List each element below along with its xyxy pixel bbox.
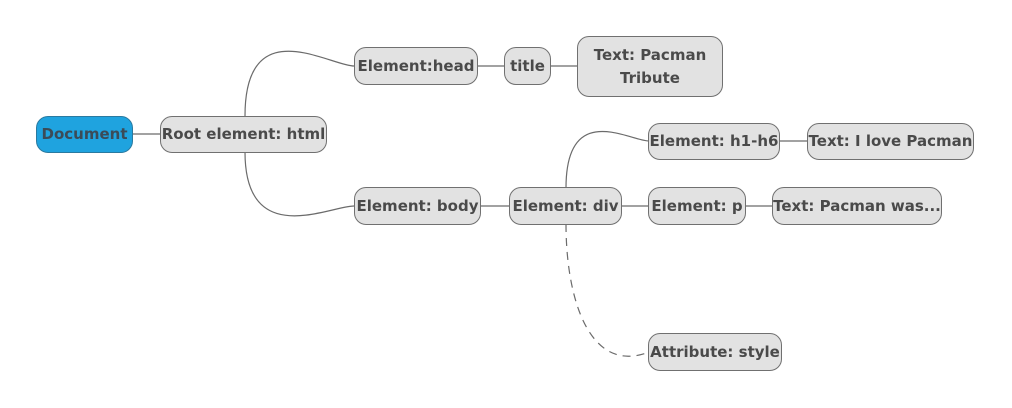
node-text-pacman-tribute-line1: Text: Pacman: [593, 45, 707, 64]
node-element-div[interactable]: Element: div: [509, 187, 622, 225]
node-text-i-love-pacman[interactable]: Text: I love Pacman: [807, 123, 974, 160]
node-attribute-style[interactable]: Attribute: style: [648, 333, 782, 371]
node-root-html[interactable]: Root element: html: [160, 116, 327, 153]
node-element-h1-h6[interactable]: Element: h1-h6: [648, 123, 780, 160]
node-text-pacman-tribute[interactable]: Text: Pacman Tribute: [577, 36, 723, 97]
node-attribute-style-label: Attribute: style: [650, 342, 780, 361]
node-text-pacman-was[interactable]: Text: Pacman was...: [772, 187, 942, 225]
node-text-pacman-was-label: Text: Pacman was...: [773, 196, 941, 215]
node-element-head-label: Element:head: [357, 56, 475, 75]
node-title[interactable]: title: [504, 47, 551, 85]
node-document-label: Document: [41, 125, 128, 143]
edge-div-h1: [565, 130, 650, 189]
node-element-p[interactable]: Element: p: [648, 187, 746, 225]
edge-html-body: [244, 151, 355, 217]
node-text-i-love-pacman-label: Text: I love Pacman: [808, 132, 973, 150]
node-element-p-label: Element: p: [651, 196, 743, 215]
node-element-body-label: Element: body: [356, 196, 479, 215]
node-document[interactable]: Document: [36, 116, 133, 153]
edge-html-head: [244, 50, 355, 117]
node-text-pacman-tribute-line2: Tribute: [620, 68, 680, 87]
node-element-head[interactable]: Element:head: [354, 47, 478, 85]
node-title-label: title: [510, 56, 545, 75]
node-element-body[interactable]: Element: body: [354, 187, 481, 225]
node-element-h1-h6-label: Element: h1-h6: [649, 132, 779, 150]
node-element-div-label: Element: div: [512, 196, 619, 215]
edge-div-attribute: [565, 223, 650, 357]
node-root-html-label: Root element: html: [161, 125, 326, 143]
